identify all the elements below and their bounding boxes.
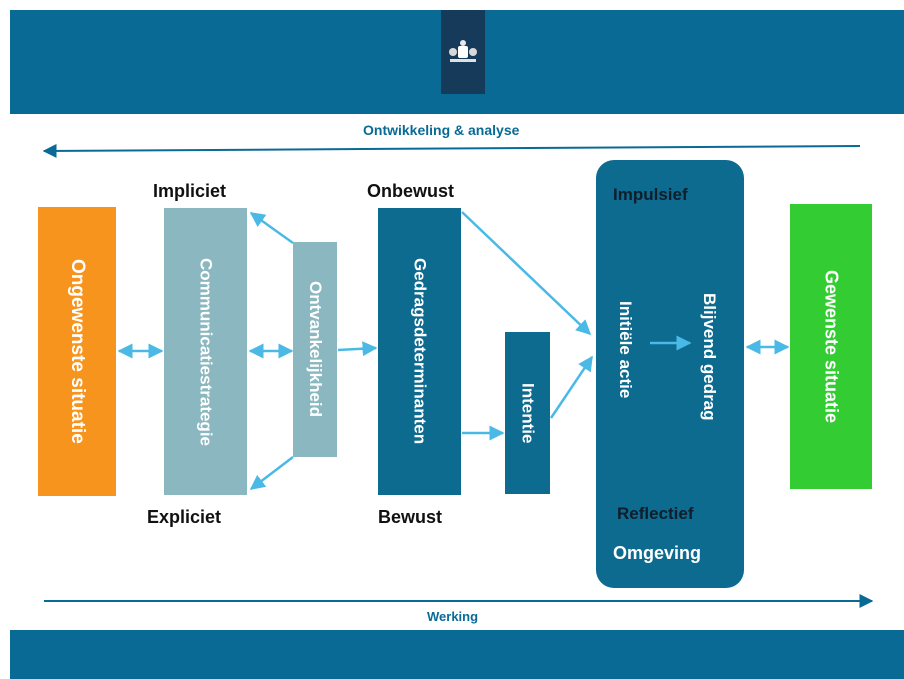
arrow-onbewust-omgeving	[461, 211, 592, 336]
box-ongewenste-situatie: Ongewenste situatie	[38, 207, 116, 496]
label-onbewust: Onbewust	[367, 181, 455, 201]
label-impulsief: Impulsief	[613, 185, 688, 204]
box-gewenste-label: Gewenste situatie	[821, 269, 842, 424]
arrow-to-expliciet	[249, 456, 294, 490]
bottom-arrow-label: Werking	[427, 609, 479, 624]
box-communicatiestrategie: Communicatiestrategie	[164, 208, 247, 495]
arrow-ontwikkeling	[42, 143, 861, 158]
initiele-actie-label: Initiële actie	[616, 301, 635, 399]
top-arrow-label: Ontwikkeling & analyse	[363, 122, 520, 138]
box-gedragsdeterminanten: Gedragsdeterminanten	[378, 208, 461, 495]
arrow-to-impliciet	[249, 211, 294, 245]
box-gewenste-situatie: Gewenste situatie	[790, 204, 872, 489]
arrow-ontvankelijkheid-gedrag	[337, 341, 378, 357]
label-reflectief: Reflectief	[617, 504, 694, 523]
blijvend-gedrag-area: Blijvend gedrag	[694, 262, 724, 452]
box-ongewenste-label: Ongewenste situatie	[67, 259, 88, 444]
box-intentie: Intentie	[505, 332, 550, 494]
box-communicatie-label: Communicatiestrategie	[196, 257, 216, 446]
initiele-actie-area: Initiële actie	[610, 260, 640, 440]
arrow-intentie-omgeving	[549, 355, 594, 419]
box-omgeving	[596, 160, 744, 588]
blijvend-gedrag-label: Blijvend gedrag	[700, 293, 719, 421]
footer-band	[10, 630, 904, 679]
label-impliciet: Impliciet	[153, 181, 227, 201]
box-ontvankelijkheid-label: Ontvankelijkheid	[306, 281, 325, 418]
label-bewust: Bewust	[378, 507, 443, 527]
label-omgeving: Omgeving	[613, 543, 702, 563]
box-gedrag-label: Gedragsdeterminanten	[410, 258, 430, 445]
box-intentie-label: Intentie	[518, 382, 538, 444]
rijksoverheid-crest-icon	[449, 40, 477, 62]
logo-panel	[441, 10, 485, 94]
label-expliciet: Expliciet	[147, 507, 222, 527]
box-ontvankelijkheid: Ontvankelijkheid	[293, 242, 337, 457]
